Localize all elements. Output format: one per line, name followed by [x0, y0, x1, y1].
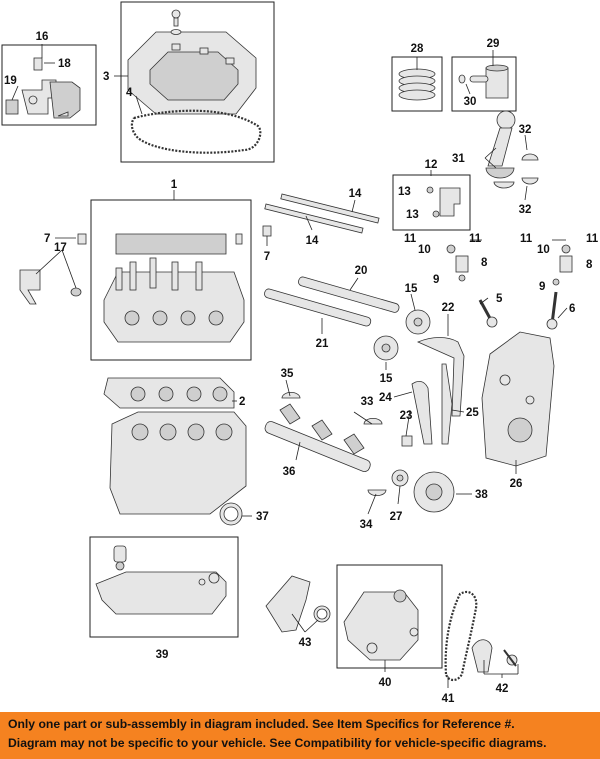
- callout-38: 38: [475, 489, 488, 501]
- callout-11-b: 11: [469, 233, 482, 245]
- callout-9-right: 9: [539, 281, 545, 293]
- camshafts: [264, 276, 400, 327]
- callout-18: 18: [58, 58, 71, 70]
- piston: [458, 64, 509, 99]
- engine-block: [109, 411, 247, 515]
- oil-strainer: [265, 575, 331, 633]
- valve-train: [446, 239, 573, 330]
- callout-15-bottom: 15: [380, 373, 393, 385]
- callout-6: 6: [569, 303, 575, 315]
- callout-14-top: 14: [349, 188, 362, 200]
- callout-9-left: 9: [433, 274, 439, 286]
- callout-39: 39: [156, 649, 169, 661]
- callout-25: 25: [466, 407, 479, 419]
- callout-15-top: 15: [405, 283, 418, 295]
- callout-4: 4: [126, 87, 133, 99]
- callout-11-d: 11: [586, 233, 599, 245]
- callout-12: 12: [425, 159, 438, 171]
- callout-32-top: 32: [519, 124, 532, 136]
- oil-pump: [343, 589, 419, 661]
- callout-2: 2: [239, 396, 245, 408]
- callout-11-c: 11: [520, 233, 533, 245]
- callout-16: 16: [36, 31, 49, 43]
- chain-tensioner: [471, 639, 518, 673]
- callout-35: 35: [281, 368, 294, 380]
- callout-11-a: 11: [404, 233, 417, 245]
- timing-chain-guides: [411, 337, 465, 445]
- callout-numbers: 16 18 19 3 4 28 29 30 31 32 32 12 13 13 …: [4, 31, 599, 705]
- crank-parts: [391, 435, 455, 513]
- callout-36: 36: [283, 466, 296, 478]
- callout-24: 24: [379, 392, 392, 404]
- callout-3: 3: [103, 71, 109, 83]
- leader-lines: [11, 44, 568, 688]
- box-camshaft-sensor: [1, 44, 97, 126]
- callout-28: 28: [411, 43, 424, 55]
- callout-30: 30: [464, 96, 477, 108]
- rear-main-seal: [219, 502, 243, 526]
- oil-pan: [95, 545, 227, 615]
- notice-line-1: Only one part or sub-assembly in diagram…: [8, 717, 515, 731]
- callout-14-bottom: 14: [306, 235, 319, 247]
- callout-43: 43: [299, 637, 312, 649]
- box-oil-pan: [89, 536, 239, 638]
- callout-8-left: 8: [481, 257, 488, 269]
- callout-42: 42: [496, 683, 509, 695]
- rocker-shafts: [264, 193, 380, 234]
- callout-5: 5: [496, 293, 503, 305]
- balancer-chain: [444, 590, 478, 682]
- connecting-rod: [485, 110, 539, 189]
- callout-40: 40: [379, 677, 392, 689]
- piston-rings: [398, 68, 436, 101]
- head-gasket: [103, 377, 235, 409]
- solenoid-parts: [19, 225, 272, 305]
- engine-parts-diagram: 16 18 19 3 4 28 29 30 31 32 32 12 13 13 …: [1, 1, 599, 705]
- callout-7-mid: 7: [264, 251, 270, 263]
- callout-29: 29: [487, 38, 500, 50]
- callout-31: 31: [452, 153, 465, 165]
- callout-23: 23: [400, 410, 413, 422]
- cam-sensor-parts: [5, 57, 81, 119]
- vtc-oil-control-valve: [426, 186, 461, 218]
- box-valve-cover: [120, 1, 275, 163]
- box-oil-pump: [336, 564, 443, 669]
- callout-37: 37: [256, 511, 269, 523]
- callout-10-left: 10: [418, 244, 431, 256]
- callout-22: 22: [442, 302, 455, 314]
- box-cylinder-head: [90, 199, 252, 361]
- callout-13-bottom: 13: [406, 209, 419, 221]
- callout-21: 21: [316, 338, 329, 350]
- callout-17: 17: [54, 242, 67, 254]
- callout-10-right: 10: [537, 244, 550, 256]
- callout-27: 27: [390, 511, 403, 523]
- callout-20: 20: [355, 265, 368, 277]
- callout-33: 33: [361, 396, 374, 408]
- callout-1: 1: [171, 179, 178, 191]
- box-piston: [451, 56, 517, 112]
- callout-19: 19: [4, 75, 17, 87]
- callout-13-top: 13: [398, 186, 411, 198]
- valve-cover-gasket: [130, 109, 262, 154]
- callout-32-bottom: 32: [519, 204, 532, 216]
- callout-34: 34: [360, 519, 373, 531]
- callout-7-left: 7: [44, 233, 50, 245]
- box-vtc-oil-valve: [392, 174, 471, 231]
- callout-26: 26: [510, 478, 523, 490]
- notice-banner: Only one part or sub-assembly in diagram…: [0, 712, 600, 759]
- cam-sprockets: [373, 309, 431, 361]
- callout-8-right: 8: [586, 259, 593, 271]
- timing-chain-cover: [481, 331, 555, 467]
- callout-41: 41: [442, 693, 455, 705]
- notice-line-2: Diagram may not be specific to your vehi…: [8, 736, 547, 750]
- cylinder-head: [103, 233, 245, 343]
- crankshaft: [264, 391, 387, 497]
- valve-cover: [127, 9, 257, 115]
